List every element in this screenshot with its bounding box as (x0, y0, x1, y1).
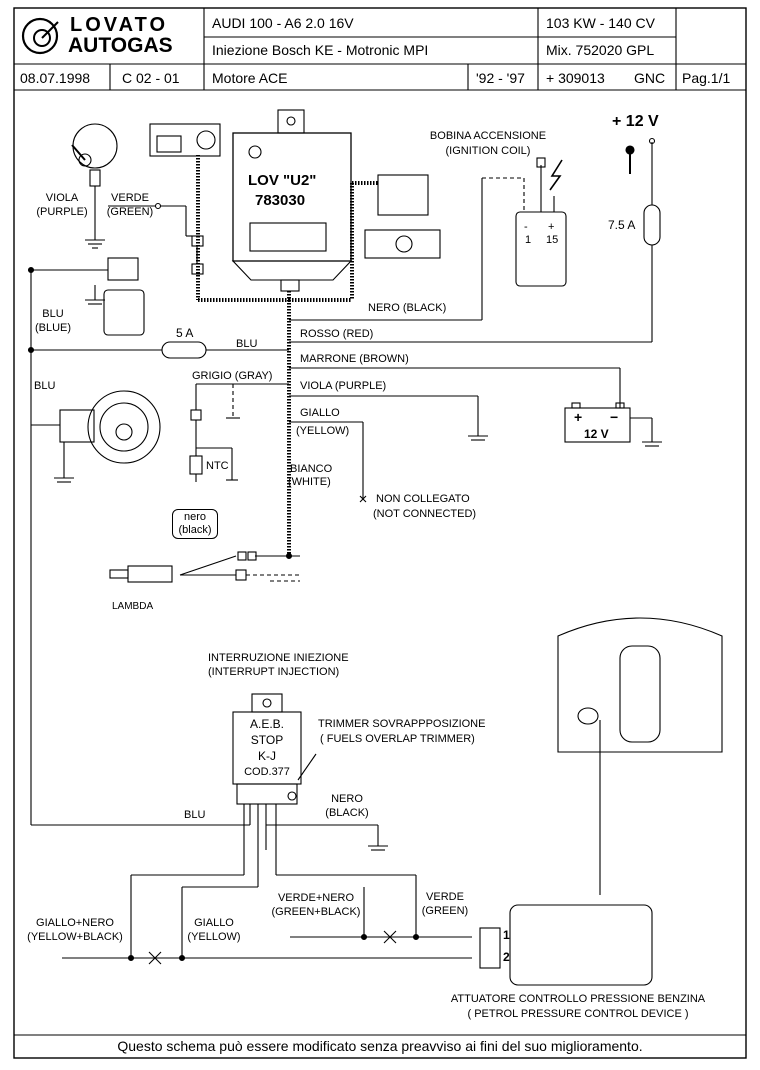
brand-bottom: AUTOGAS (68, 34, 173, 57)
blu-reducer-label: BLU (34, 380, 56, 392)
giallo-lower-label-it: GIALLO (194, 917, 234, 929)
battery (564, 407, 631, 443)
injection-system: Iniezione Bosch KE - Motronic MPI (212, 42, 429, 58)
verde-lower-label-it: VERDE (426, 891, 464, 903)
giallo-nero-label-it: GIALLO+NERO (36, 917, 114, 929)
verde-nero-label-it: VERDE+NERO (277, 892, 355, 904)
footer-disclaimer: Questo schema può essere modificato senz… (117, 1038, 643, 1054)
giallo-nero-label-en: (YELLOW+BLACK) (27, 931, 123, 943)
battery-plus: + (574, 409, 583, 425)
blu-fuse-wire-label: BLU (236, 338, 258, 350)
verde-label-it: VERDE (111, 192, 149, 204)
kit-number: + 309013 (546, 70, 605, 86)
battery-voltage: 12 V (584, 427, 609, 441)
nero-ground-label-it: NERO (331, 793, 363, 805)
coil-minus: - (524, 221, 528, 233)
trimmer-label-en: ( FUELS OVERLAP TRIMMER) (320, 733, 475, 745)
lambda-nero-label-it: nero (183, 511, 207, 523)
fuse-7-5a (643, 204, 661, 246)
battery-minus: − (610, 409, 619, 425)
lambda-nero-label-en: (black) (178, 524, 212, 536)
ignition-coil-label-it: BOBINA ACCENSIONE (429, 130, 547, 142)
marrone-wire-label: MARRONE (BROWN) (300, 353, 409, 365)
actuator-pin-1: 1 (503, 928, 510, 942)
nero-wire-label: NERO (BLACK) (368, 302, 447, 314)
aeb-line-2: STOP (250, 733, 284, 747)
bianco-wire-label-it: BIANCO (290, 463, 333, 475)
giallo-lower-label-en: (YELLOW) (187, 931, 241, 943)
verde-label-en: (GREEN) (106, 206, 154, 218)
ecu-part-number: 783030 (255, 192, 306, 209)
grigio-wire-label: GRIGIO (GRAY) (192, 370, 273, 382)
bianco-wire-label-en: (WHITE) (288, 476, 331, 488)
interrupt-label-en: (INTERRUPT INJECTION) (208, 666, 340, 678)
lambda-label: LAMBDA (112, 601, 154, 612)
interrupt-label-it: INTERRUZIONE INIEZIONE (208, 652, 349, 664)
aeb-line-3: K-J (258, 749, 276, 763)
switch-box (149, 123, 221, 157)
diagram-date: 08.07.1998 (20, 70, 91, 86)
aeb-line-4: COD.377 (244, 766, 290, 778)
verde-lower-label-en: (GREEN) (421, 905, 469, 917)
brand-top: LOVATO (70, 14, 168, 36)
fuse-5a (161, 341, 207, 359)
pressure-actuator (509, 904, 653, 986)
engine-power: 103 KW - 140 CV (546, 15, 655, 31)
blu-interrupt-label: BLU (184, 809, 206, 821)
ignition-coil-label-en: (IGNITION COIL) (445, 145, 531, 157)
aeb-line-1: A.E.B. (249, 717, 284, 731)
giallo-wire-label-it: GIALLO (300, 407, 340, 419)
car-dashboard (557, 617, 723, 753)
actuator-plug (479, 927, 501, 969)
engine-code: Motore ACE (212, 70, 288, 86)
diagram-code: C 02 - 01 (122, 70, 180, 86)
not-connected-label-en: (NOT CONNECTED) (373, 508, 477, 520)
nero-ground-label-en: (BLACK) (325, 807, 369, 819)
gas-solenoid (377, 174, 429, 216)
fuse-5a-label: 5 A (176, 326, 194, 340)
not-connected-label-it: NON COLLEGATO (376, 493, 470, 505)
actuator-pin-2: 2 (503, 950, 510, 964)
actuator-label-it: ATTUATORE CONTROLLO PRESSIONE BENZINA (450, 993, 706, 1005)
viola-wire-label: VIOLA (PURPLE) (300, 380, 387, 392)
coil-plus: + (548, 221, 555, 233)
ecu-mount-tab (277, 109, 305, 134)
viola-label-it: VIOLA (45, 192, 79, 204)
giallo-wire-label-en: (YELLOW) (296, 425, 350, 437)
reducer (87, 390, 161, 464)
trimmer-label-it: TRIMMER SOVRAPPPOSIZIONE (318, 718, 486, 730)
lambda-sensor (127, 565, 173, 583)
verde-nero-label-en: (GREEN+BLACK) (271, 906, 361, 918)
fuel-type: GNC (634, 70, 666, 86)
vehicle-model: AUDI 100 - A6 2.0 16V (212, 15, 354, 31)
rosso-wire-label: ROSSO (RED) (300, 328, 374, 340)
ecu-model: LOV "U2" (248, 172, 317, 189)
lambda-nero-callout: nero (black) (172, 509, 218, 539)
ntc-label: NTC (206, 460, 229, 472)
page-number: Pag.1/1 (682, 70, 731, 86)
supply-12v-label: + 12 V (612, 113, 659, 130)
model-years: '92 - '97 (476, 70, 525, 86)
actuator-label-en: ( PETROL PRESSURE CONTROL DEVICE ) (467, 1008, 689, 1020)
coil-pin-1: 1 (525, 234, 532, 246)
mixer-code: Mix. 752020 GPL (546, 42, 655, 58)
sheet-border (13, 7, 747, 1059)
blu-label-it: BLU (42, 308, 64, 320)
blu-label-en: (BLUE) (34, 322, 72, 334)
logo-ring (21, 17, 59, 55)
viola-label-en: (PURPLE) (36, 206, 88, 218)
coil-pin-15: 15 (546, 234, 559, 246)
fuse-7-5a-label: 7.5 A (608, 218, 636, 232)
